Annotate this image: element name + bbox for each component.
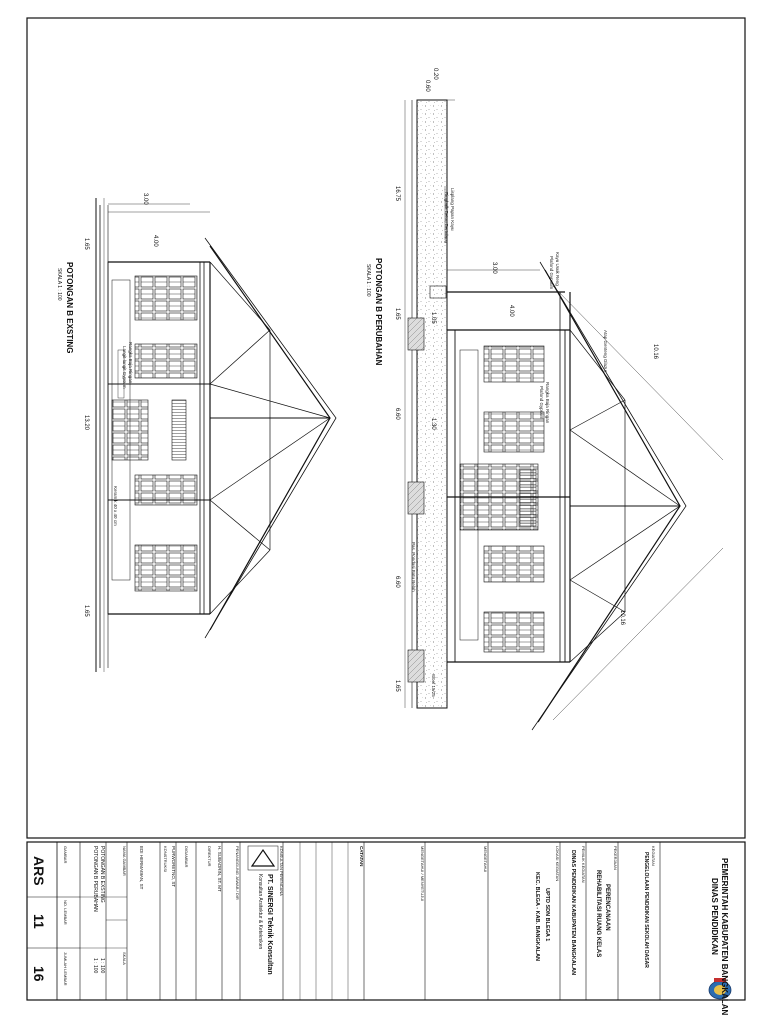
tb-gov2: DINAS PENDIDIKAN [710,878,719,955]
new-dim-5: 6.60 [394,576,400,588]
tb-kode: ARS [31,856,47,886]
exist-dim-5: 1.65 [83,605,89,617]
exist-dim-4: 13.20 [83,415,89,431]
new-note-6: Rangka Baja Ringan [545,382,550,424]
new-dim-6: 1.65 [394,680,400,692]
new-note-4: Plafond Gypsum [549,256,554,290]
new-note-3: Kayu Usuk Reng [555,252,560,286]
tb-gov1: PEMERINTAH KABUPATEN BANGKALAN [720,858,729,1016]
tb-penanggung-label: PENANGGUNG JAWAB / DIR [235,846,240,900]
new-dim-3: 1.65 [394,308,400,320]
tb-mengetahui2-label: MENGETAHUI / MENYETUJUI [420,846,425,901]
new-note-9: Sloof 15/25 [431,674,436,697]
tb-digambar-label: DIGAMBAR [184,846,189,867]
new-dim-8: 0.20 [432,68,438,80]
tb-direktur-label: DIREKTUR [207,846,212,867]
new-dim-4: 6.60 [394,408,400,420]
sheet-border [26,17,746,839]
tb-mengetahui-label: MENGETAHUI [483,846,488,872]
tb-digambar-name: PURWORETNO, ST [171,846,176,887]
new-title: POTONGAN B PERUBAHAN [374,258,383,366]
tb-pekerjaan2: REHABILITASI RUANG KELAS [595,870,601,957]
tb-konsultan-label: KONSULTAN PERENCANA [279,846,284,896]
tb-pekerjaan1: PERENCANAAN [604,884,610,931]
tb-pemilik-label: PEMILIK KEGIATAN [581,846,586,883]
section-new [404,99,724,731]
exist-note-3: Keramik 40 x 40 cm [113,486,118,526]
tb-konsultan-sub: Konsultan Arsitektur & Ketekniken [257,874,263,950]
tb-skala1: 1 : 100 [99,958,105,974]
tb-konstruksi-label: KONSTRUKSI [163,846,168,872]
new-dim-10: 10.16 [652,344,658,360]
new-dim-2: 4.00 [508,305,514,317]
new-note-2: Ringbalk Beton Bertulang [444,192,449,244]
new-dim-11: 10.16 [619,610,625,626]
exist-scale: SKALA 1 : 100 [56,268,62,301]
tb-catatan-label: CATATAN [359,846,364,866]
tb-konstruksi-name: EDI HERMAWAN, ST [139,846,144,890]
tb-gambar2: POTONGAN B PERUBAHAN [92,846,98,912]
new-note-5: Atap Genteng Glazur [603,330,608,373]
new-dim-1: 3.00 [491,262,497,274]
tb-lokasi2: KEC. BLEGA - KAB. BANGKALAN [534,872,540,961]
exist-dim-1: 3.00 [142,193,148,205]
exist-dim-2: 4.00 [152,235,158,247]
exist-note-2: Langit-langit Gypsum [122,346,127,389]
exist-title: POTONGAN B EXSTING [65,262,74,353]
tb-no-lembar-label: NO. LEMBAR [63,900,68,925]
tb-kegiatan-label: KEGIATAN [651,846,656,866]
tb-direktur-name: H. SUBADRIN, ST. MT [217,846,222,892]
new-note-1: Lisplang Papan Kayu [450,188,455,231]
tb-pemilik: DINAS PENDIDIKAN KABUPATEN BANGKALAN [570,850,576,975]
tb-konsultan-name: PT. SINERGI Teknik Konsultan [266,874,273,975]
exist-dim-3: 1.65 [83,238,89,250]
new-dim-13: 1.30 [430,418,436,430]
tb-gambar-label: GAMBAR [63,846,68,863]
kabupaten-crest-icon [708,978,732,1000]
tb-jumlah: 16 [31,966,47,982]
tb-lokasi-label: LOKASI KEGIATAN [555,846,560,881]
tb-pekerjaan-label: PEKERJAAN [613,846,618,870]
tb-skala2: 1 : 100 [92,958,98,974]
new-note-8: Pas. Pondasi Batu Belah [411,542,416,592]
tb-skala-label: SKALA [122,952,127,965]
section-existing [95,198,337,672]
tb-kegiatan: PENGELOLAAN PENDIDIKAN SEKOLAH DASAR [643,852,649,968]
tb-jumlah-lembar-label: JUMLAH LEMBAR [63,952,68,986]
tb-no: 11 [31,914,47,929]
new-dim-9: 0.60 [424,80,430,92]
tb-gambar1: POTONGAN B EXSTING [99,846,105,903]
new-dim-7: 16.75 [394,186,400,202]
new-scale: SKALA 1 : 100 [365,264,371,297]
title-block [26,841,746,1001]
new-note-7: Plafond Gypsum [539,386,544,420]
tb-nama-gambar-label: NAMA GAMBAR [122,846,127,876]
exist-note-1: Rangka Baja Ringan [128,342,133,384]
tb-lokasi1: UPTD SDN BLEGA 1 [544,888,550,941]
new-dim-12: 1.05 [430,312,436,324]
